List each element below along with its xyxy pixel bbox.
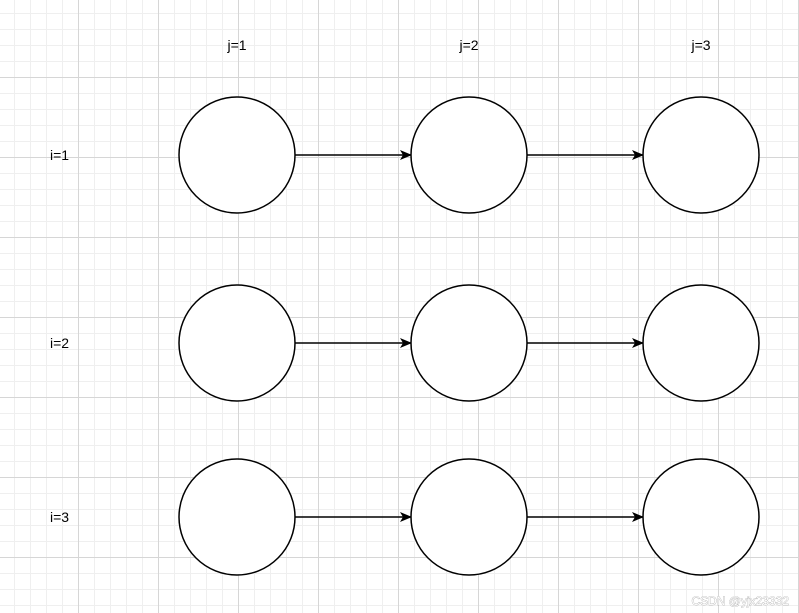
node-i2-j3 [642,284,760,402]
node-i2-j2 [410,284,528,402]
row-label-i1: i=1 [50,147,69,163]
node-i3-j1 [178,458,296,576]
row-label-i2: i=2 [50,335,69,351]
node-i3-j3 [642,458,760,576]
column-label-j3: j=3 [690,37,710,53]
column-label-j1: j=1 [226,37,246,53]
node-i1-j1 [178,96,296,214]
node-i3-j2 [410,458,528,576]
column-label-j2: j=2 [458,37,478,53]
node-i2-j1 [178,284,296,402]
row-label-i3: i=3 [50,509,69,525]
nodes-layer [178,96,760,576]
watermark-text: CSDN @yjx23332 [691,594,789,608]
edges-layer [295,150,644,522]
node-i1-j3 [642,96,760,214]
node-i1-j2 [410,96,528,214]
